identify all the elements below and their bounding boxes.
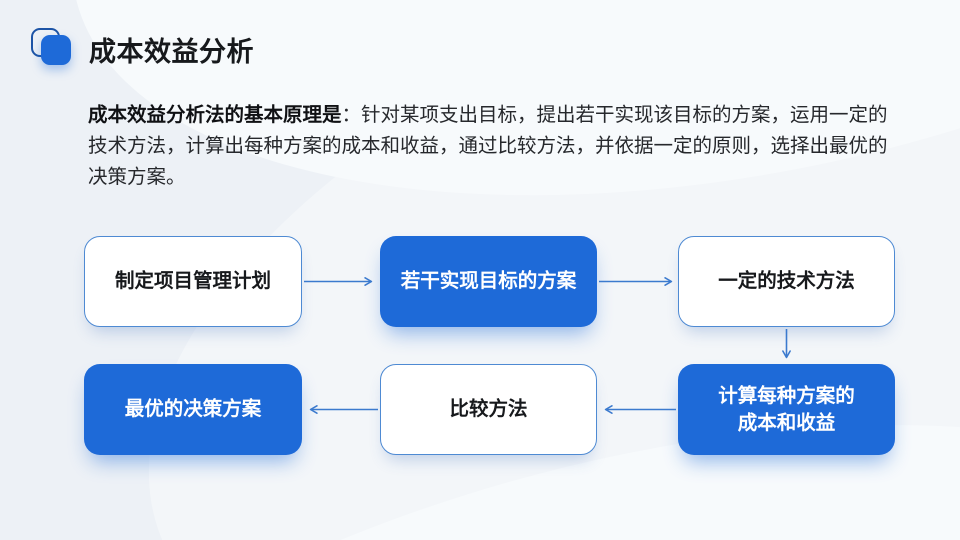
intro-body: ：针对某项支出目标，提出若干实现该目标的方案，运用一定的技术方法，计算出每种方案… (88, 104, 888, 188)
page-title: 成本效益分析 (89, 36, 254, 67)
flow-node-calc: 计算每种方案的 成本和收益 (678, 364, 895, 455)
intro-lead: 成本效益分析法的基本原理是 (88, 104, 342, 126)
flow-node-label: 一定的技术方法 (718, 270, 855, 292)
flow-node-label: 最优的决策方案 (124, 398, 262, 420)
flow-node-plan: 制定项目管理计划 (84, 236, 302, 327)
square-filled-shape (41, 35, 71, 65)
flow-node-compare: 比较方法 (380, 364, 597, 455)
flow-node-label: 若干实现目标的方案 (400, 270, 577, 292)
flow-node-label-line2: 成本和收益 (737, 411, 836, 434)
flow-node-methods: 一定的技术方法 (678, 236, 895, 327)
intro-paragraph: 成本效益分析法的基本原理是：针对某项支出目标，提出若干实现该目标的方案，运用一定… (88, 100, 906, 193)
flow-node-label: 比较方法 (449, 398, 528, 420)
slide-header: 成本效益分析 (31, 28, 254, 70)
flow-node-label-line1: 计算每种方案的 (718, 384, 855, 407)
flow-node-label: 制定项目管理计划 (114, 270, 271, 292)
overlapping-squares-icon (31, 28, 77, 70)
flow-node-optimal: 最优的决策方案 (84, 364, 302, 455)
flow-node-schemes: 若干实现目标的方案 (380, 236, 597, 327)
